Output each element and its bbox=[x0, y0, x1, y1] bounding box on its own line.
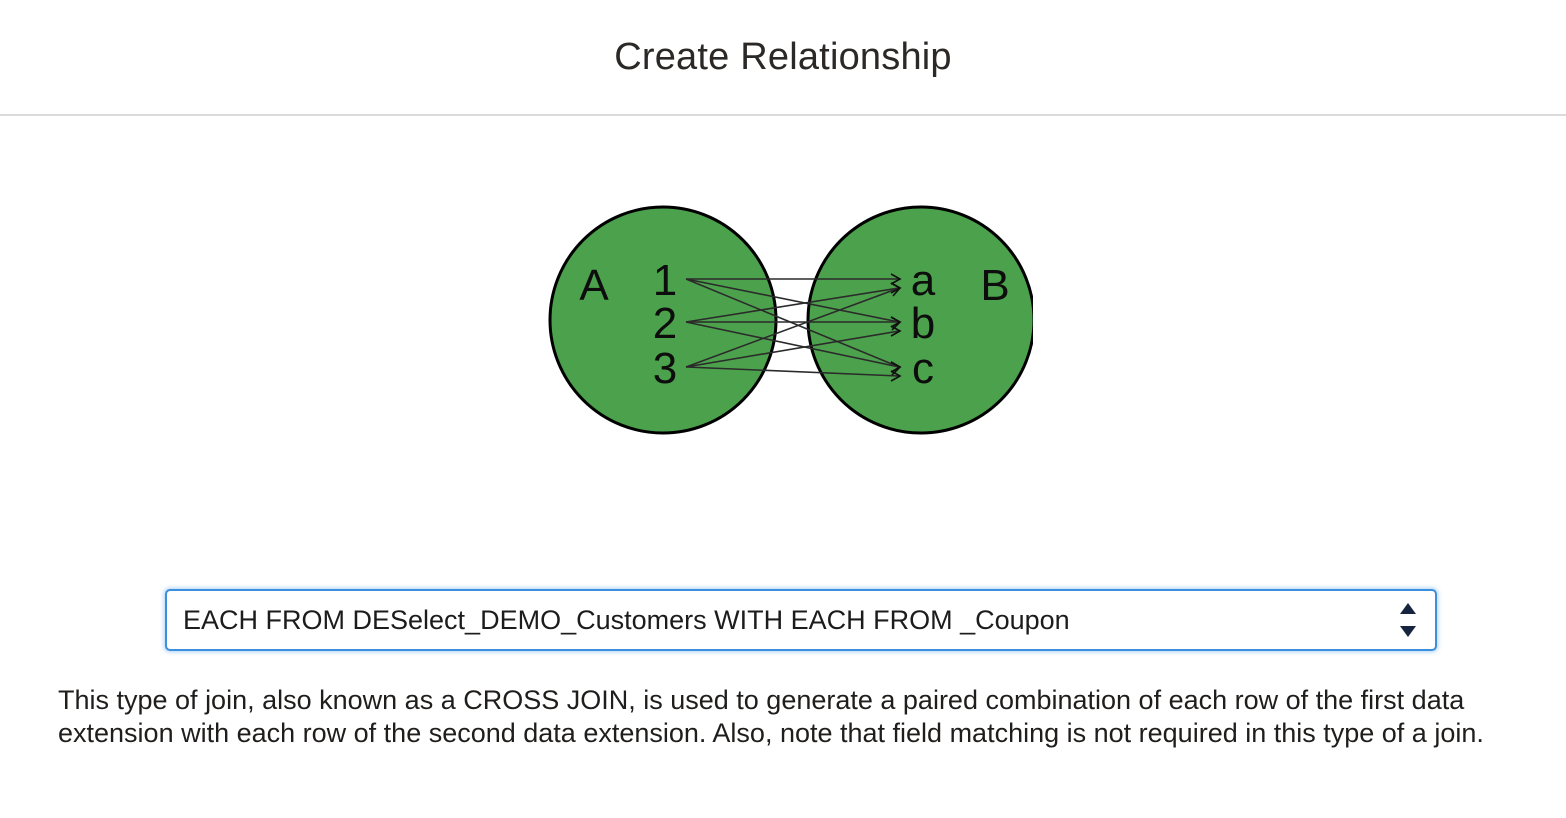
arrowhead-group bbox=[890, 273, 902, 382]
page-title: Create Relationship bbox=[614, 35, 952, 78]
arrowhead-b-3 bbox=[890, 325, 902, 337]
modal-header: Create Relationship bbox=[0, 0, 1566, 114]
arrowhead-a-1 bbox=[890, 273, 902, 285]
edge-2-a bbox=[685, 287, 900, 323]
edge-1-c bbox=[685, 278, 900, 368]
edge-1-b bbox=[685, 278, 900, 323]
set-a-item-1: 1 bbox=[653, 256, 677, 305]
set-b-item-c: c bbox=[912, 344, 934, 393]
relationship-select[interactable]: EACH FROM DESelect_DEMO_Customers WITH E… bbox=[165, 589, 1437, 651]
set-a-item-2: 2 bbox=[653, 299, 677, 348]
join-description: This type of join, also known as a CROSS… bbox=[58, 685, 1484, 748]
triangle-up-icon[interactable] bbox=[1400, 603, 1416, 614]
edge-3-a bbox=[685, 287, 900, 368]
edge-2-c bbox=[685, 321, 900, 368]
set-a-circle bbox=[548, 205, 778, 435]
arrowhead-a-3 bbox=[890, 282, 902, 297]
set-a-item-3: 3 bbox=[653, 344, 677, 393]
header-divider bbox=[0, 114, 1566, 116]
relationship-select-value: EACH FROM DESelect_DEMO_Customers WITH E… bbox=[183, 604, 1070, 635]
edge-3-b bbox=[685, 330, 900, 368]
edge-group bbox=[685, 278, 900, 377]
set-b-circle bbox=[806, 205, 1033, 435]
set-a-label: A bbox=[579, 261, 609, 310]
triangle-down-icon[interactable] bbox=[1400, 626, 1416, 637]
cross-join-illustration: A B 1 2 3 a b c bbox=[548, 205, 1033, 435]
modal-body: A B 1 2 3 a b c EACH FROM DESelect_DEMO_… bbox=[0, 116, 1566, 818]
set-b-item-b: b bbox=[911, 299, 935, 348]
relationship-select-spinner[interactable] bbox=[1399, 603, 1417, 637]
arrowhead-c-3 bbox=[890, 370, 902, 382]
join-diagram: A B 1 2 3 a b c bbox=[0, 116, 1566, 436]
set-b-label: B bbox=[980, 261, 1009, 310]
edge-3-c bbox=[685, 366, 900, 377]
set-b-item-a: a bbox=[911, 256, 936, 305]
relationship-select-wrapper: EACH FROM DESelect_DEMO_Customers WITH E… bbox=[165, 589, 1437, 651]
